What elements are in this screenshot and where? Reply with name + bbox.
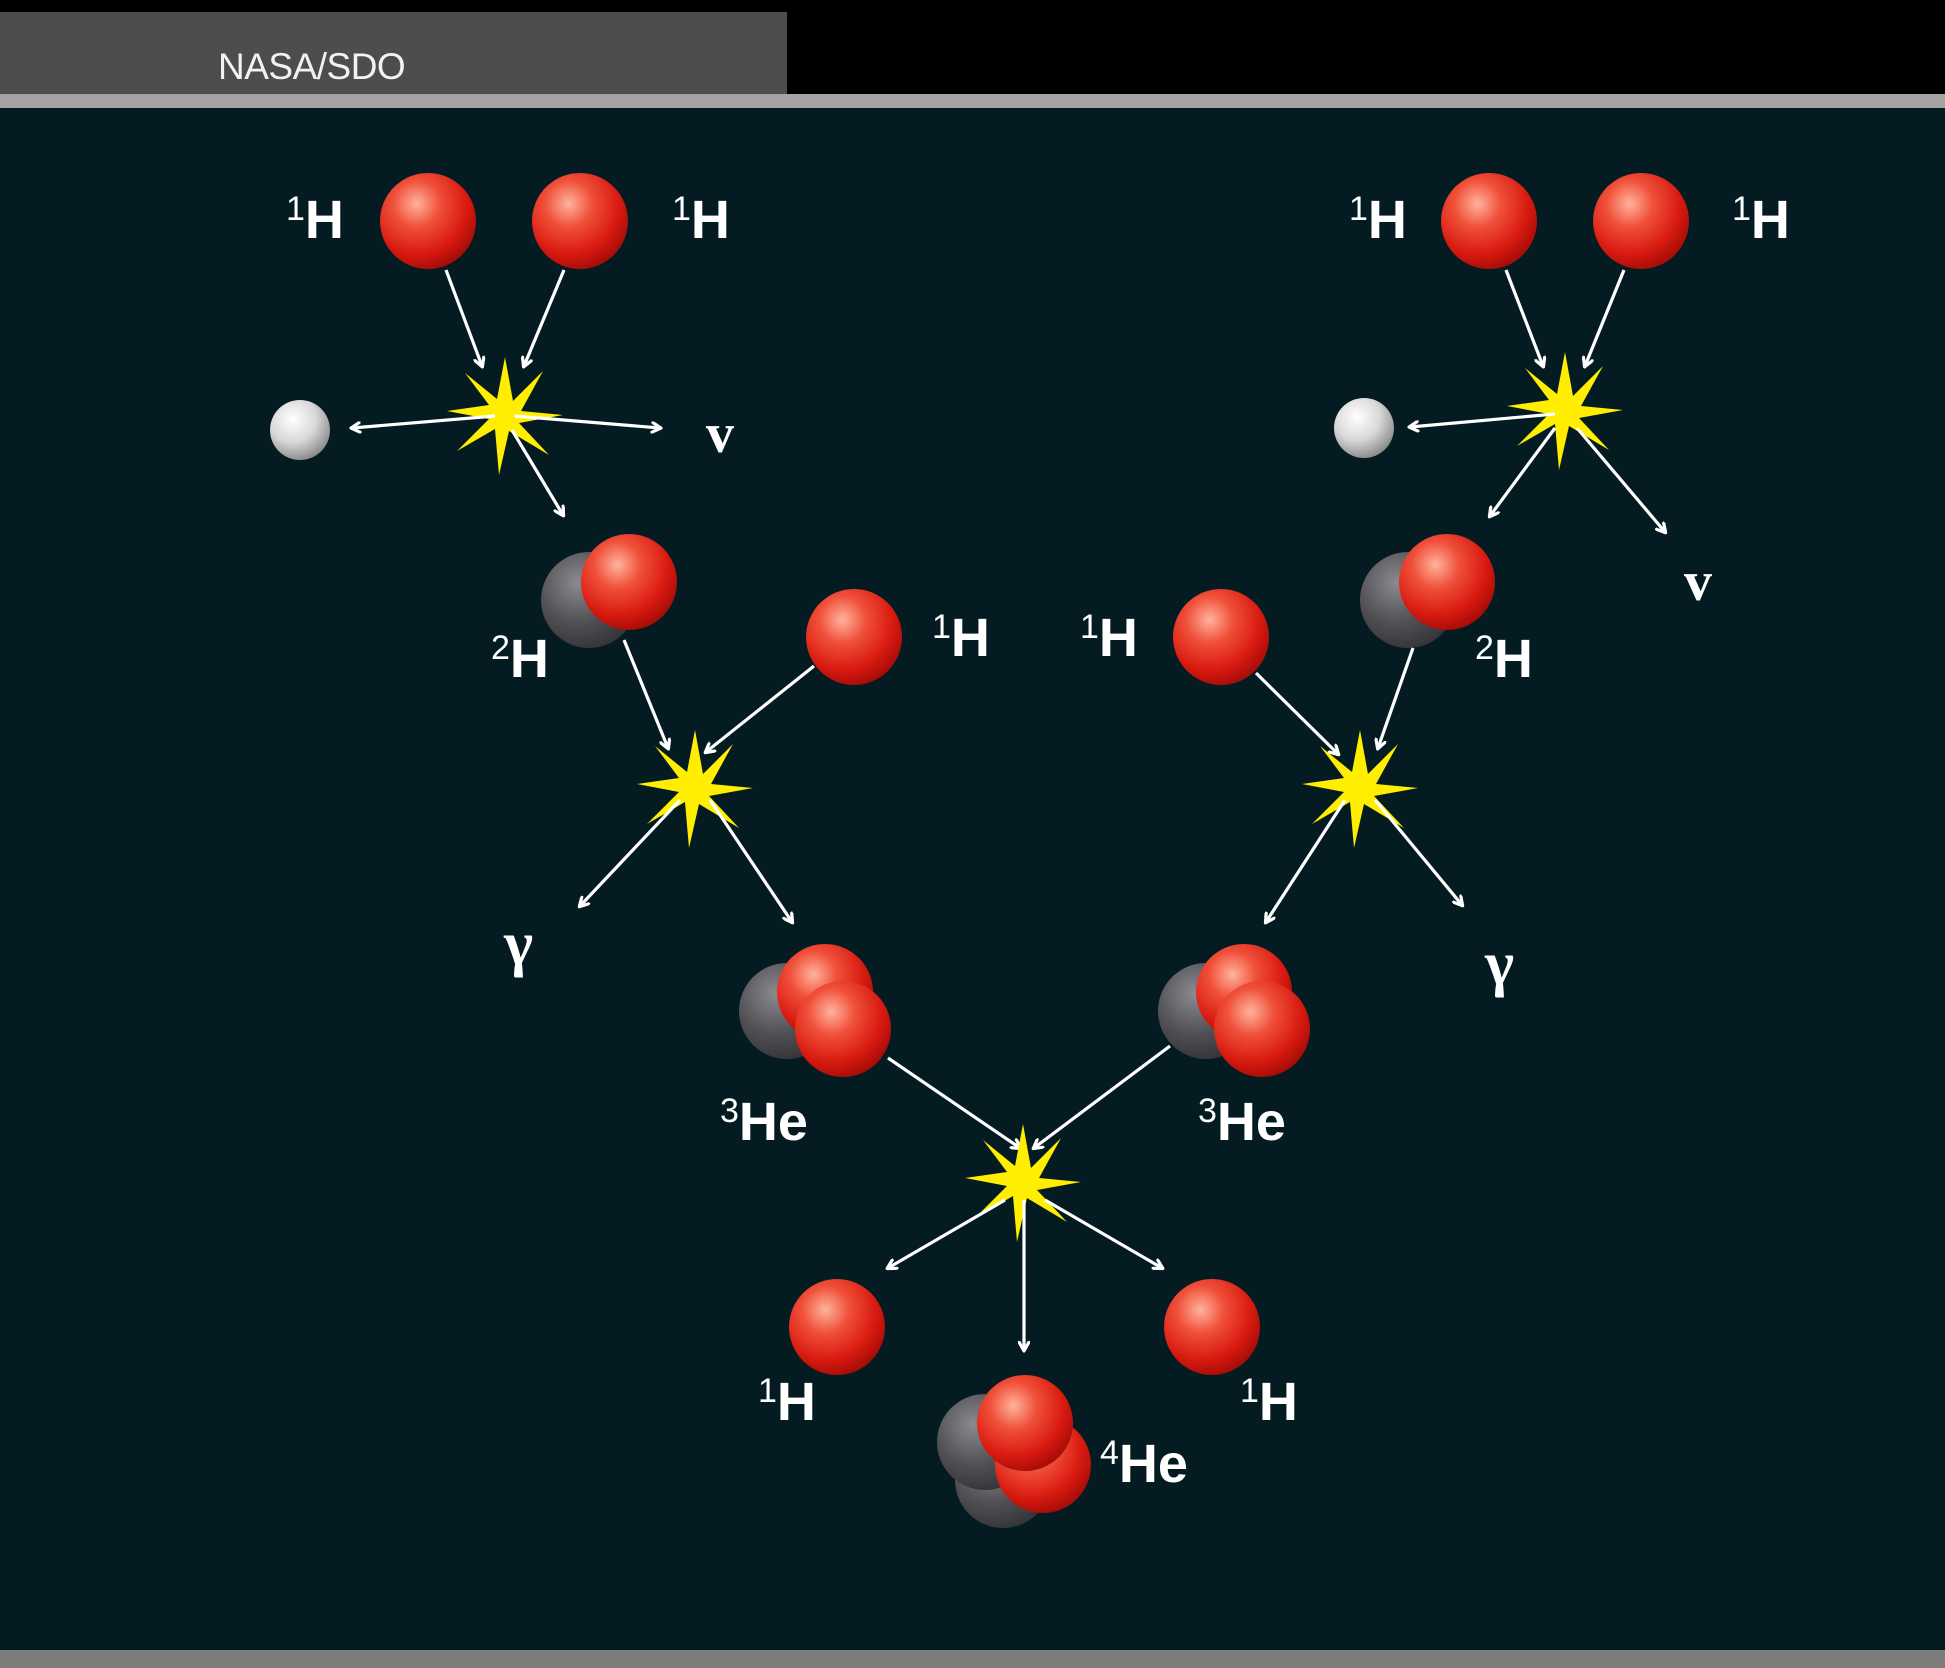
arrow-icon: [524, 269, 566, 366]
label-2h: 2H: [491, 629, 549, 689]
label-1h: 1H: [932, 608, 990, 668]
arrow-icon: [1044, 1198, 1162, 1268]
proton-icon: [977, 1375, 1073, 1471]
arrow-icon: [1410, 412, 1556, 427]
label-3he: 3He: [720, 1092, 808, 1152]
positron-icon: [1334, 398, 1394, 458]
he3-left-nucleus: [739, 944, 891, 1077]
positron-icon: [270, 400, 330, 460]
arrow-icon: [1034, 1044, 1171, 1148]
arrow-icon: [444, 269, 482, 366]
proton-icon: [1214, 981, 1310, 1077]
label-1h: 1H: [286, 190, 344, 250]
arrow-icon: [1585, 269, 1626, 366]
proton-icon: [380, 173, 476, 269]
label-1h: 1H: [672, 190, 730, 250]
divider-top: [0, 94, 1945, 108]
label-neutrino: v: [1684, 551, 1712, 613]
label-3he: 3He: [1198, 1092, 1286, 1152]
arrow-icon: [580, 798, 682, 906]
proton-icon: [789, 1279, 885, 1375]
proton-icon: [795, 981, 891, 1077]
label-1h: 1H: [758, 1372, 816, 1432]
proton-icon: [1399, 534, 1495, 630]
proton-icon: [1164, 1279, 1260, 1375]
he4-nucleus: [937, 1375, 1091, 1528]
label-1h: 1H: [1240, 1372, 1298, 1432]
he3-right-nucleus: [1158, 944, 1310, 1077]
arrow-icon: [1490, 427, 1557, 516]
arrow-icon: [352, 414, 496, 428]
arrow-icon: [1378, 647, 1415, 748]
labels: 1H 1H 1H 1H v v 2H 2H 1H 1H γ γ 3He 3He …: [286, 190, 1790, 1494]
arrow-icon: [510, 429, 563, 515]
label-1h: 1H: [1732, 190, 1790, 250]
proton-proton-chain-diagram: 1H 1H 1H 1H v v 2H 2H 1H 1H γ γ 3He 3He …: [0, 108, 1945, 1650]
arrow-icon: [514, 414, 660, 428]
arrow-icon: [622, 639, 668, 748]
label-1h: 1H: [1080, 608, 1138, 668]
label-2h: 2H: [1475, 629, 1533, 689]
diagram-background: [0, 108, 1945, 1650]
reaction-bottom: [789, 1044, 1260, 1528]
header-bar: NASA/SDO: [0, 0, 1945, 94]
label-gamma: γ: [1484, 930, 1514, 998]
arrow-icon: [708, 799, 792, 922]
arrow-icon: [1373, 798, 1462, 905]
credit-label: NASA/SDO: [218, 46, 406, 87]
reaction-middle-right: [1173, 534, 1495, 922]
arrow-icon: [1254, 671, 1338, 754]
proton-icon: [1441, 173, 1537, 269]
proton-icon: [581, 534, 677, 630]
label-1h: 1H: [1349, 190, 1407, 250]
arrow-icon: [1266, 799, 1347, 922]
proton-icon: [1593, 173, 1689, 269]
proton-icon: [532, 173, 628, 269]
arrow-icon: [706, 664, 815, 752]
divider-bottom: [0, 1650, 1945, 1668]
arrow-icon: [1575, 426, 1665, 532]
label-neutrino: v: [706, 403, 734, 465]
arrow-icon: [1504, 269, 1543, 366]
arrow-icon: [887, 1056, 1020, 1148]
credit-tab: NASA/SDO: [0, 12, 787, 94]
label-4he: 4He: [1100, 1434, 1188, 1494]
reaction-top-right: [1334, 173, 1689, 532]
reaction-top-left: [270, 173, 660, 515]
proton-icon: [1173, 589, 1269, 685]
reaction-middle-left: [541, 534, 902, 922]
arrow-icon: [888, 1198, 1006, 1268]
label-gamma: γ: [503, 910, 533, 978]
proton-icon: [806, 589, 902, 685]
